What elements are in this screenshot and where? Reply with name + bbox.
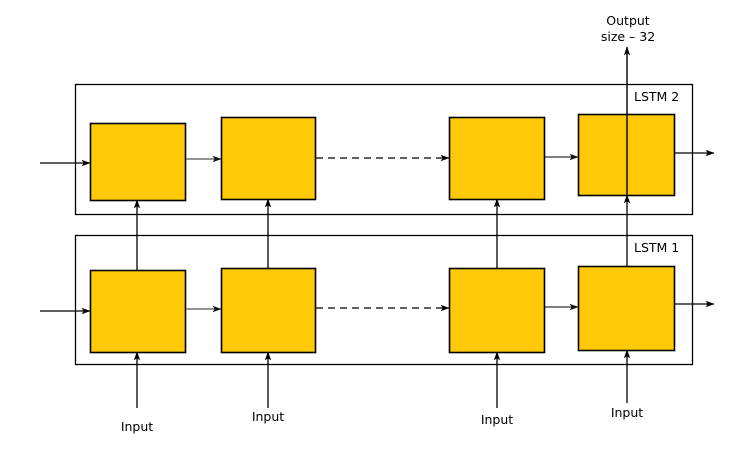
lstm2-label: LSTM 2	[634, 89, 680, 104]
lstm1-label: LSTM 1	[634, 240, 680, 255]
lstm1-cell-4	[577, 265, 676, 352]
input-label-1: Input	[120, 419, 154, 434]
input-label-4: Input	[610, 405, 644, 420]
input-label-3: Input	[480, 412, 514, 427]
lstm2-container	[74, 83, 694, 216]
output-label-line1: Output	[606, 13, 650, 28]
lstm1-cell-1	[89, 269, 187, 354]
lstm2-cell-1	[89, 122, 187, 202]
output-label: Output size – 32	[578, 13, 678, 45]
lstm1-cell-2	[220, 267, 317, 354]
lstm1-cell-3	[448, 267, 546, 354]
lstm2-cell-3	[448, 116, 546, 201]
output-label-line2: size – 32	[600, 29, 656, 44]
lstm2-cell-2	[220, 116, 317, 201]
input-label-2: Input	[251, 409, 285, 424]
lstm1-container	[74, 234, 694, 366]
